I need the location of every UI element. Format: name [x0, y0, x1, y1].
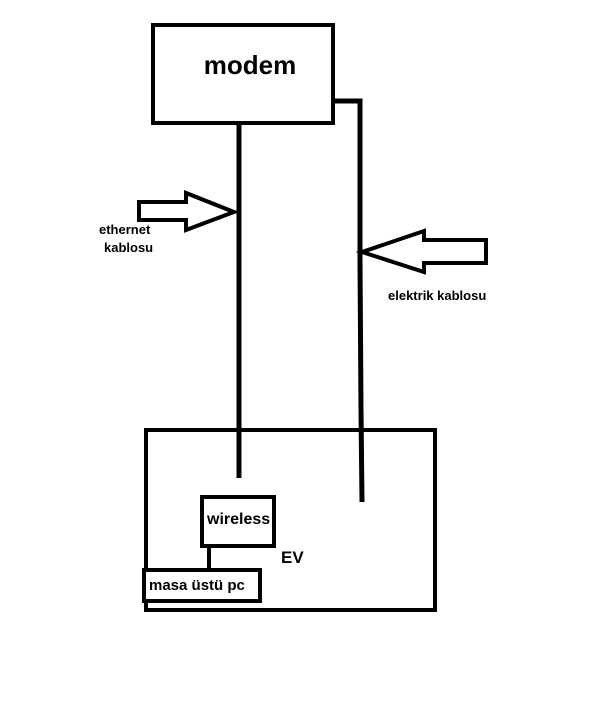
- house-box: [144, 428, 437, 612]
- wireless-label: wireless: [206, 511, 270, 528]
- modem-label: modem: [204, 50, 296, 80]
- ev-label: EV: [281, 548, 304, 567]
- electric-cable: [333, 98, 365, 503]
- pc-label: masa üstü pc: [149, 577, 245, 594]
- ethernet-arrow: [137, 190, 240, 233]
- modem-box: [151, 23, 335, 125]
- wireless-box: [200, 495, 276, 548]
- pc-box: [142, 568, 262, 603]
- electric-arrow: [355, 228, 488, 275]
- elektrik-label: elektrik kablosu: [388, 288, 486, 303]
- ethernet-label-line1: ethernet: [99, 222, 151, 237]
- ethernet-label-line2: kablosu: [104, 240, 153, 255]
